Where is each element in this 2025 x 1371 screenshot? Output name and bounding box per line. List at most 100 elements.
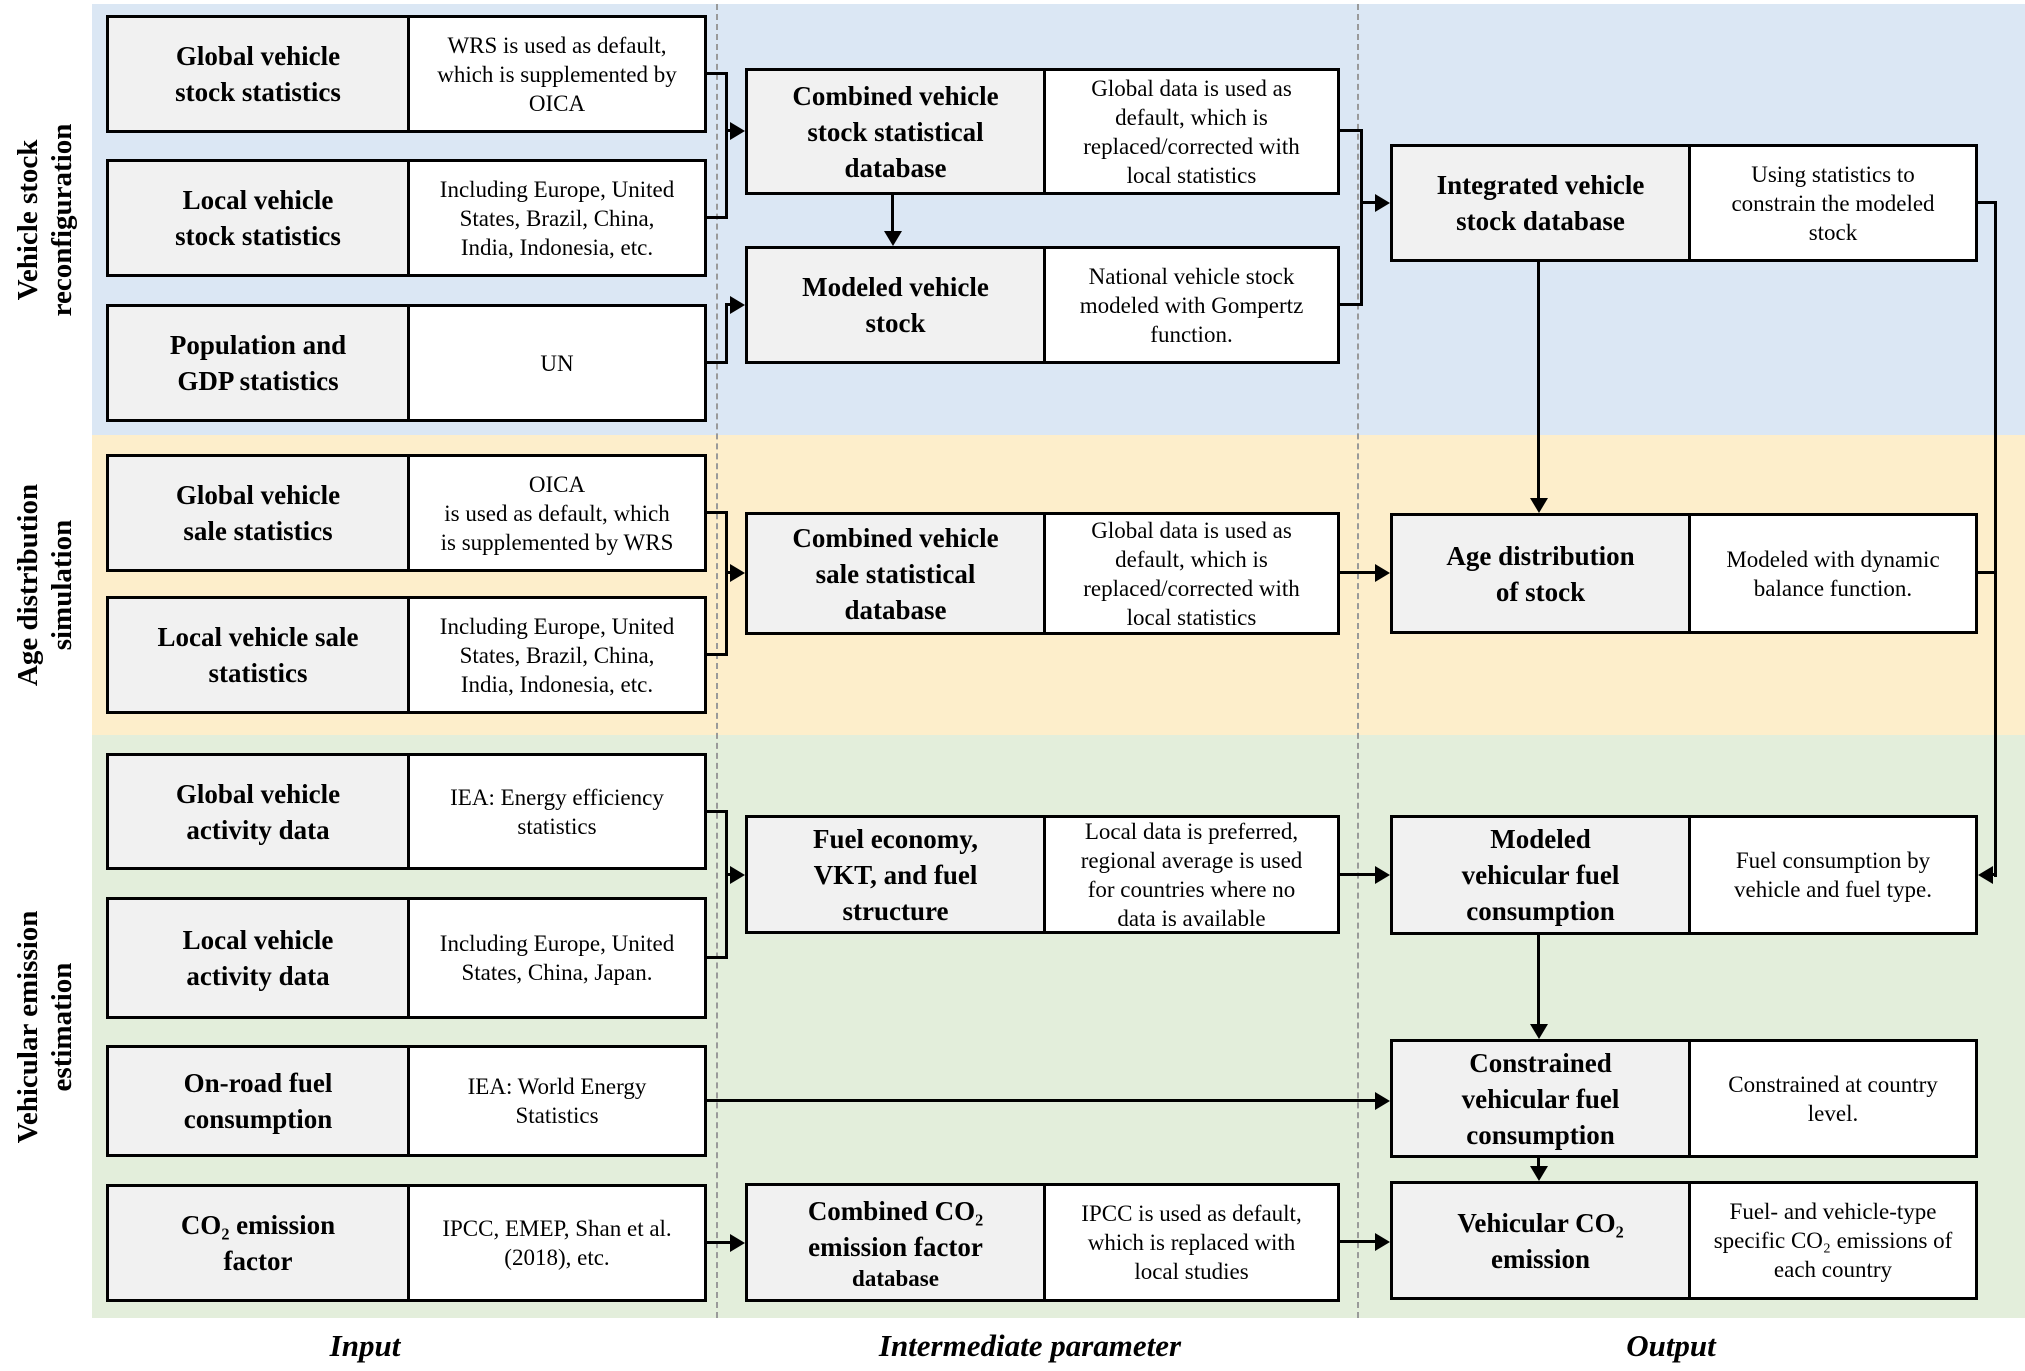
connector-modeled-to-constrained [1537,935,1540,1026]
box-vehicular-co2-emission-desc: Fuel- and vehicle-type specific CO₂ emis… [1691,1184,1975,1297]
arrow-into-modeled-fuel-consumption-left [1375,866,1390,884]
connector-sale-bracket-stub-bottom [707,653,727,656]
box-local-vehicle-sale-statistics-title: Local vehicle sale statistics [109,599,410,711]
column-label-intermediate-parameter: Intermediate parameter [878,1328,1182,1363]
connector-far-right-vertical [1994,201,1997,877]
box-local-vehicle-stock-statistics-desc: Including Europe, United States, Brazil,… [410,162,704,274]
connector-age-distribution-right-stub [1978,571,1996,574]
box-combined-vehicle-stock-database: Combined vehicle stock statistical datab… [745,68,1340,195]
box-combined-vehicle-sale-database-title: Combined vehicle sale statistical databa… [748,515,1046,632]
box-population-gdp-statistics-desc: UN [410,307,704,419]
connector-sale-bracket-vertical [725,511,728,656]
band-label-age-distribution-simulation: Age distribution simulation [12,483,78,687]
connector-stock-bracket-stub-bottom [707,216,727,219]
box-co2-emission-factor: CO₂ emission factor IPCC, EMEP, Shan et … [106,1184,707,1302]
connector-sale-bracket-stub-top [707,511,727,514]
box-local-vehicle-stock-statistics-title: Local vehicle stock statistics [109,162,410,274]
arrow-into-vehicular-emission-top [1530,1166,1548,1181]
box-integrated-vehicle-stock-database-title: Integrated vehicle stock database [1393,147,1691,259]
connector-onroad-to-constrained-consumption [707,1099,1377,1102]
box-age-distribution-of-stock-title: Age distribution of stock [1393,516,1691,631]
arrow-into-age-distribution-top [1530,498,1548,513]
box-combined-co2-emission-factor-database-title: Combined CO₂ emission factor database [748,1186,1046,1299]
arrow-into-constrained-top [1530,1024,1548,1039]
box-age-distribution-of-stock-desc: Modeled with dynamic balance function. [1691,516,1975,631]
connector-constrained-to-vehicular-emission [1537,1158,1540,1168]
column-separator-input-intermediate [716,4,718,1318]
box-population-gdp-statistics: Population and GDP statistics UN [106,304,707,422]
connector-co2-factor-to-combined-db [707,1241,732,1244]
connector-activity-bracket-vertical [725,810,728,959]
box-global-vehicle-stock-statistics-title: Global vehicle stock statistics [109,18,410,130]
connector-far-right-bottom-line [1990,873,1996,876]
box-global-vehicle-stock-statistics-desc: WRS is used as default, which is supplem… [410,18,704,130]
box-global-vehicle-activity-data-title: Global vehicle activity data [109,756,410,867]
box-modeled-vehicle-stock-desc: National vehicle stock modeled with Gomp… [1046,249,1337,361]
connector-combined-co2-to-vehicular-emission [1340,1240,1377,1243]
connector-mid-stock-bracket-stub-bottom [1340,303,1362,306]
box-combined-co2-emission-factor-database: Combined CO₂ emission factor database IP… [745,1183,1340,1302]
arrow-into-modeled-fuel-consumption-right [1978,866,1993,884]
arrow-into-integrated-stock-database [1375,194,1390,212]
connector-stock-bracket-stub-top [707,72,727,75]
box-local-vehicle-sale-statistics: Local vehicle sale statistics Including … [106,596,707,714]
box-local-vehicle-activity-data: Local vehicle activity data Including Eu… [106,897,707,1019]
box-modeled-vehicular-fuel-consumption: Modeled vehicular fuel consumption Fuel … [1390,815,1978,935]
box-constrained-vehicular-fuel-consumption: Constrained vehicular fuel consumption C… [1390,1039,1978,1158]
box-co2-emission-factor-desc: IPCC, EMEP, Shan et al. (2018), etc. [410,1187,704,1299]
box-combined-co2-emission-factor-database-desc: IPCC is used as default, which is replac… [1046,1186,1337,1299]
box-global-vehicle-sale-statistics: Global vehicle sale statistics OICA is u… [106,454,707,572]
box-population-gdp-statistics-title: Population and GDP statistics [109,307,410,419]
connector-population-stub [707,361,727,364]
arrow-into-vehicular-co2-emission-left [1375,1233,1390,1251]
box-vehicular-co2-emission: Vehicular CO₂ emission Fuel- and vehicle… [1390,1181,1978,1300]
box-modeled-vehicle-stock: Modeled vehicle stock National vehicle s… [745,246,1340,364]
box-global-vehicle-sale-statistics-desc: OICA is used as default, which is supple… [410,457,704,569]
box-constrained-vehicular-fuel-consumption-desc: Constrained at country level. [1691,1042,1975,1155]
connector-stock-bracket-vertical [725,72,728,219]
box-integrated-vehicle-stock-database: Integrated vehicle stock database Using … [1390,144,1978,262]
box-modeled-vehicle-stock-title: Modeled vehicle stock [748,249,1046,361]
arrow-into-age-distribution-left [1375,564,1390,582]
box-co2-emission-factor-title: CO₂ emission factor [109,1187,410,1299]
connector-activity-bracket-stub-bottom [707,956,727,959]
box-constrained-vehicular-fuel-consumption-title: Constrained vehicular fuel consumption [1393,1042,1691,1155]
box-on-road-fuel-consumption-desc: IEA: World Energy Statistics [410,1048,704,1154]
arrow-into-modeled-vehicle-stock [730,296,745,314]
box-vehicular-co2-emission-title: Vehicular CO₂ emission [1393,1184,1691,1297]
connector-combined-sale-to-age-distribution [1340,571,1377,574]
connector-activity-bracket-stub-top [707,810,727,813]
box-global-vehicle-stock-statistics: Global vehicle stock statistics WRS is u… [106,15,707,133]
box-combined-co2-emission-factor-database-title-main: Combined CO₂ emission factor [807,1195,984,1262]
arrow-into-modeled-vehicle-stock-top [884,231,902,246]
box-local-vehicle-activity-data-title: Local vehicle activity data [109,900,410,1016]
connector-integrated-db-right-stub [1978,201,1996,204]
box-global-vehicle-sale-statistics-title: Global vehicle sale statistics [109,457,410,569]
band-label-vehicular-emission-estimation: Vehicular emission estimation [12,910,78,1144]
box-modeled-vehicular-fuel-consumption-title: Modeled vehicular fuel consumption [1393,818,1691,932]
box-combined-vehicle-stock-database-title: Combined vehicle stock statistical datab… [748,71,1046,192]
column-label-input: Input [329,1328,401,1363]
connector-mid-stock-bracket-stub-top [1340,129,1362,132]
connector-combined-stock-to-modeled-stock [891,195,894,233]
box-local-vehicle-sale-statistics-desc: Including Europe, United States, Brazil,… [410,599,704,711]
box-combined-vehicle-sale-database-desc: Global data is used as default, which is… [1046,515,1337,632]
arrow-into-fuel-economy [730,866,745,884]
connector-integrated-db-to-age-distribution [1537,262,1540,500]
column-label-output: Output [1626,1328,1716,1363]
arrow-into-combined-co2-database [730,1234,745,1252]
column-separator-intermediate-output [1357,4,1359,1318]
connector-population-vertical [725,303,728,364]
box-fuel-economy-vkt-fuel-structure-title: Fuel economy, VKT, and fuel structure [748,818,1046,931]
box-on-road-fuel-consumption: On-road fuel consumption IEA: World Ener… [106,1045,707,1157]
box-age-distribution-of-stock: Age distribution of stock Modeled with d… [1390,513,1978,634]
connector-mid-stock-bracket-vertical [1360,129,1363,306]
arrow-into-combined-sale-database [730,564,745,582]
box-modeled-vehicular-fuel-consumption-desc: Fuel consumption by vehicle and fuel typ… [1691,818,1975,932]
arrow-into-combined-stock-database [730,122,745,140]
box-combined-vehicle-sale-database: Combined vehicle sale statistical databa… [745,512,1340,635]
box-local-vehicle-activity-data-desc: Including Europe, United States, China, … [410,900,704,1016]
box-combined-co2-emission-factor-database-title-sub: database [852,1265,939,1291]
box-local-vehicle-stock-statistics: Local vehicle stock statistics Including… [106,159,707,277]
